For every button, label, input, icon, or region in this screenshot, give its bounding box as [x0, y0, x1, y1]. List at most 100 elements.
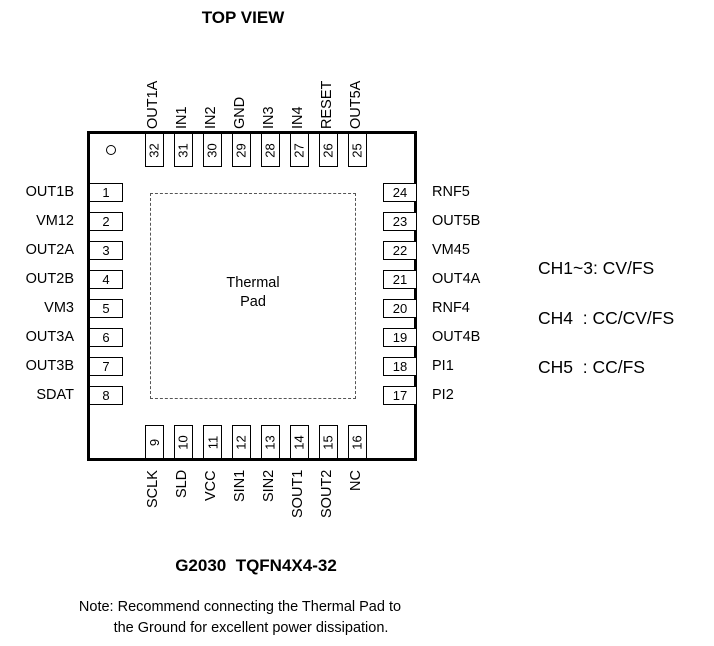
pin-28-label: IN3 [261, 106, 277, 129]
pin-20-box: 20 [383, 299, 417, 318]
note: Note: Recommend connecting the Thermal P… [0, 597, 480, 639]
thermal-pad [150, 193, 356, 399]
pin-5-box: 5 [89, 299, 123, 318]
legend-line-3: CH5 : CC/FS [538, 357, 645, 377]
pin-21-label: OUT4A [432, 271, 481, 287]
pin-24-box: 24 [383, 183, 417, 202]
pin1-marker-icon [106, 145, 116, 155]
pin-3-box: 3 [89, 241, 123, 260]
pin-number-text: 22 [392, 243, 408, 258]
pin-number-text: 20 [392, 301, 408, 316]
pin-26-label: RESET [319, 80, 335, 129]
pin-20-label: RNF4 [432, 300, 470, 316]
pin-number-text: 7 [102, 359, 110, 374]
note-line-1: Note: Recommend connecting the Thermal P… [78, 599, 402, 615]
pin-23-box: 23 [383, 212, 417, 231]
pin-7-label: OUT3B [25, 358, 74, 374]
pin-8-label: SDAT [36, 387, 74, 403]
pin-3-label: OUT2A [25, 242, 74, 258]
pin-number-text: 10 [176, 434, 191, 450]
pin-number-text: 6 [102, 330, 110, 345]
pin-13-box: 13 [261, 425, 280, 459]
pin-11-label: VCC [203, 470, 219, 501]
pin-25-label: OUT5A [348, 80, 364, 129]
pin-15-box: 15 [319, 425, 338, 459]
pin-number-text: 30 [205, 142, 220, 158]
pin-32-box: 32 [145, 133, 164, 167]
pin-29-box: 29 [232, 133, 251, 167]
thermal-pad-label-line1: Thermal [226, 275, 280, 291]
pin-16-box: 16 [348, 425, 367, 459]
pin-number-text: 3 [102, 243, 110, 258]
pin-4-label: OUT2B [25, 271, 74, 287]
pin-number-text: 15 [321, 434, 336, 450]
pin-27-label: IN4 [290, 106, 306, 129]
pin-number-text: 12 [234, 434, 249, 450]
pin-9-label: SCLK [145, 470, 161, 508]
pin-number-text: 18 [392, 359, 408, 374]
pin-30-box: 30 [203, 133, 222, 167]
pin-18-box: 18 [383, 357, 417, 376]
pin-number-text: 24 [392, 185, 408, 200]
pin-9-box: 9 [145, 425, 164, 459]
pin-number-text: 31 [176, 142, 191, 158]
pin-18-label: PI1 [432, 358, 454, 374]
pin-number-text: 23 [392, 214, 408, 229]
pin-14-box: 14 [290, 425, 309, 459]
pin-30-label: IN2 [203, 106, 219, 129]
pin-number-text: 27 [292, 142, 307, 158]
pin-number-text: 11 [205, 435, 220, 449]
legend-line-2: CH4 : CC/CV/FS [538, 308, 675, 328]
pin-12-box: 12 [232, 425, 251, 459]
pin-28-box: 28 [261, 133, 280, 167]
thermal-pad-label: Thermal Pad [150, 274, 356, 312]
pin-21-box: 21 [383, 270, 417, 289]
pin-number-text: 16 [350, 434, 365, 450]
pin-number-text: 19 [392, 330, 408, 345]
pin-19-box: 19 [383, 328, 417, 347]
pin-25-box: 25 [348, 133, 367, 167]
pin-2-label: VM12 [36, 213, 74, 229]
pin-23-label: OUT5B [432, 213, 481, 229]
pin-5-label: VM3 [44, 300, 74, 316]
pin-number-text: 1 [102, 185, 110, 200]
pin-6-box: 6 [89, 328, 123, 347]
pin-22-label: VM45 [432, 242, 470, 258]
pin-number-text: 4 [102, 272, 110, 287]
pin-29-label: GND [232, 96, 248, 129]
pin-number-text: 14 [292, 434, 307, 450]
pin-number-text: 21 [392, 272, 408, 287]
pin-number-text: 2 [102, 214, 110, 229]
pin-6-label: OUT3A [25, 329, 74, 345]
pin-14-label: SOUT1 [290, 470, 306, 519]
pin-11-box: 11 [203, 425, 222, 459]
ic-package-outline [87, 131, 417, 461]
pin-27-box: 27 [290, 133, 309, 167]
pin-number-text: 28 [263, 142, 278, 158]
pin-number-text: 26 [321, 142, 336, 158]
pin-number-text: 29 [234, 142, 249, 158]
pin-17-box: 17 [383, 386, 417, 405]
pin-number-text: 13 [263, 434, 278, 450]
note-line-2: the Ground for excellent power dissipati… [113, 620, 389, 636]
pin-10-label: SLD [174, 470, 190, 499]
pin-31-label: IN1 [174, 106, 190, 129]
pin-number-text: 32 [147, 142, 162, 158]
pin-4-box: 4 [89, 270, 123, 289]
pin-22-box: 22 [383, 241, 417, 260]
pin-number-text: 9 [146, 438, 162, 446]
legend-line-1: CH1~3: CV/FS [538, 258, 655, 278]
diagram-title: TOP VIEW [201, 8, 285, 27]
pin-2-box: 2 [89, 212, 123, 231]
pin-1-label: OUT1B [25, 184, 74, 200]
pin-number-text: 8 [102, 388, 110, 403]
pin-13-label: SIN2 [261, 470, 277, 503]
pin-24-label: RNF5 [432, 184, 470, 200]
pin-number-text: 25 [350, 142, 365, 158]
pin-1-box: 1 [89, 183, 123, 202]
package-name: G2030 TQFN4X4-32 [175, 556, 337, 575]
pin-17-label: PI2 [432, 387, 454, 403]
pin-16-label: NC [348, 470, 364, 491]
pin-7-box: 7 [89, 357, 123, 376]
pin-32-label: OUT1A [145, 80, 161, 129]
